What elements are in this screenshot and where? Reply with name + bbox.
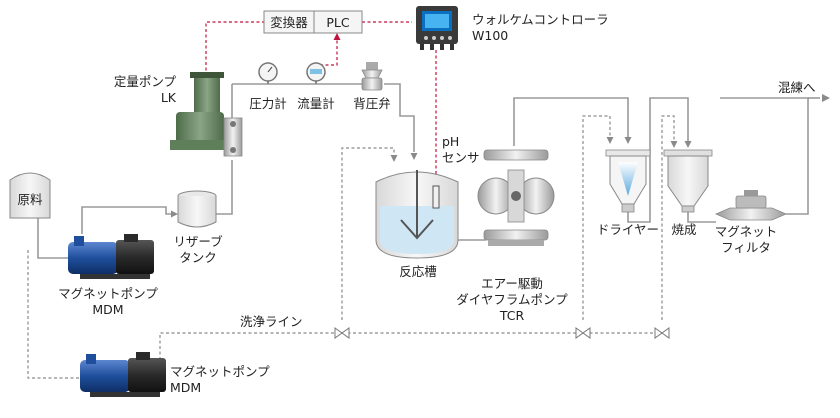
back-pressure-valve xyxy=(361,62,383,91)
reserve-tank-label-line1: リザーブ xyxy=(173,234,223,249)
magnetic-pump-1-label-line1: マグネットポンプ xyxy=(58,286,158,301)
kneading-label: 混練へ xyxy=(778,80,816,95)
magnetic-pump-2-label-line1: マグネットポンプ xyxy=(170,364,270,379)
metering-pump-lk xyxy=(170,72,243,157)
pressure-gauge xyxy=(258,62,278,84)
controller-label-line1: ウォルケムコントローラ xyxy=(472,12,609,27)
aodd-label-line3: TCR xyxy=(499,308,525,323)
magnet-filter xyxy=(714,190,788,221)
aodd-pump-tcr xyxy=(477,149,555,246)
converter-label: 変換器 xyxy=(270,15,308,30)
reactor-label: 反応槽 xyxy=(399,264,437,279)
dryer-label: ドライヤー xyxy=(597,222,659,237)
magnetic-pump-2-label-line2: MDM xyxy=(170,380,201,395)
magnetic-pump-1 xyxy=(68,234,154,279)
flow-meter-label: 流量計 xyxy=(297,96,335,111)
magnetic-pump-1-label-line2: MDM xyxy=(92,302,123,317)
raw-material-tank xyxy=(9,172,51,219)
magnetic-pump-2 xyxy=(80,352,166,397)
metering-pump-label-line1: 定量ポンプ xyxy=(114,74,177,89)
firing-label: 焼成 xyxy=(671,222,696,237)
pressure-gauge-label: 圧力計 xyxy=(249,96,287,111)
back-pressure-valve-label: 背圧弁 xyxy=(353,96,391,111)
wash-line-label: 洗浄ライン xyxy=(240,314,303,329)
reactor-tank xyxy=(375,170,459,259)
plc-label: PLC xyxy=(326,15,350,30)
reserve-tank-label-line2: タンク xyxy=(179,250,217,265)
ph-sensor-label-line1: pH xyxy=(442,134,459,149)
flow-meter xyxy=(306,62,326,84)
reserve-tank xyxy=(177,190,217,228)
wash-valve-1 xyxy=(334,327,350,339)
process-pipes xyxy=(27,83,830,379)
magnet-filter-label-line2: フィルタ xyxy=(721,240,771,255)
control-box: 変換器 PLC xyxy=(263,10,363,34)
ph-sensor-label-line2: センサ xyxy=(442,150,480,165)
controller-label-line2: W100 xyxy=(472,28,508,43)
controller-w100 xyxy=(416,6,458,50)
firing-kiln xyxy=(663,149,713,213)
metering-pump-label-line2: LK xyxy=(161,90,177,105)
aodd-label-line1: エアー駆動 xyxy=(481,276,543,291)
wash-valve-2 xyxy=(575,327,591,339)
magnet-filter-label-line1: マグネット xyxy=(715,224,778,239)
aodd-label-line2: ダイヤフラムポンプ xyxy=(456,292,568,307)
raw-material-label: 原料 xyxy=(17,192,43,207)
wash-valve-3 xyxy=(654,327,670,339)
dryer xyxy=(605,149,651,213)
